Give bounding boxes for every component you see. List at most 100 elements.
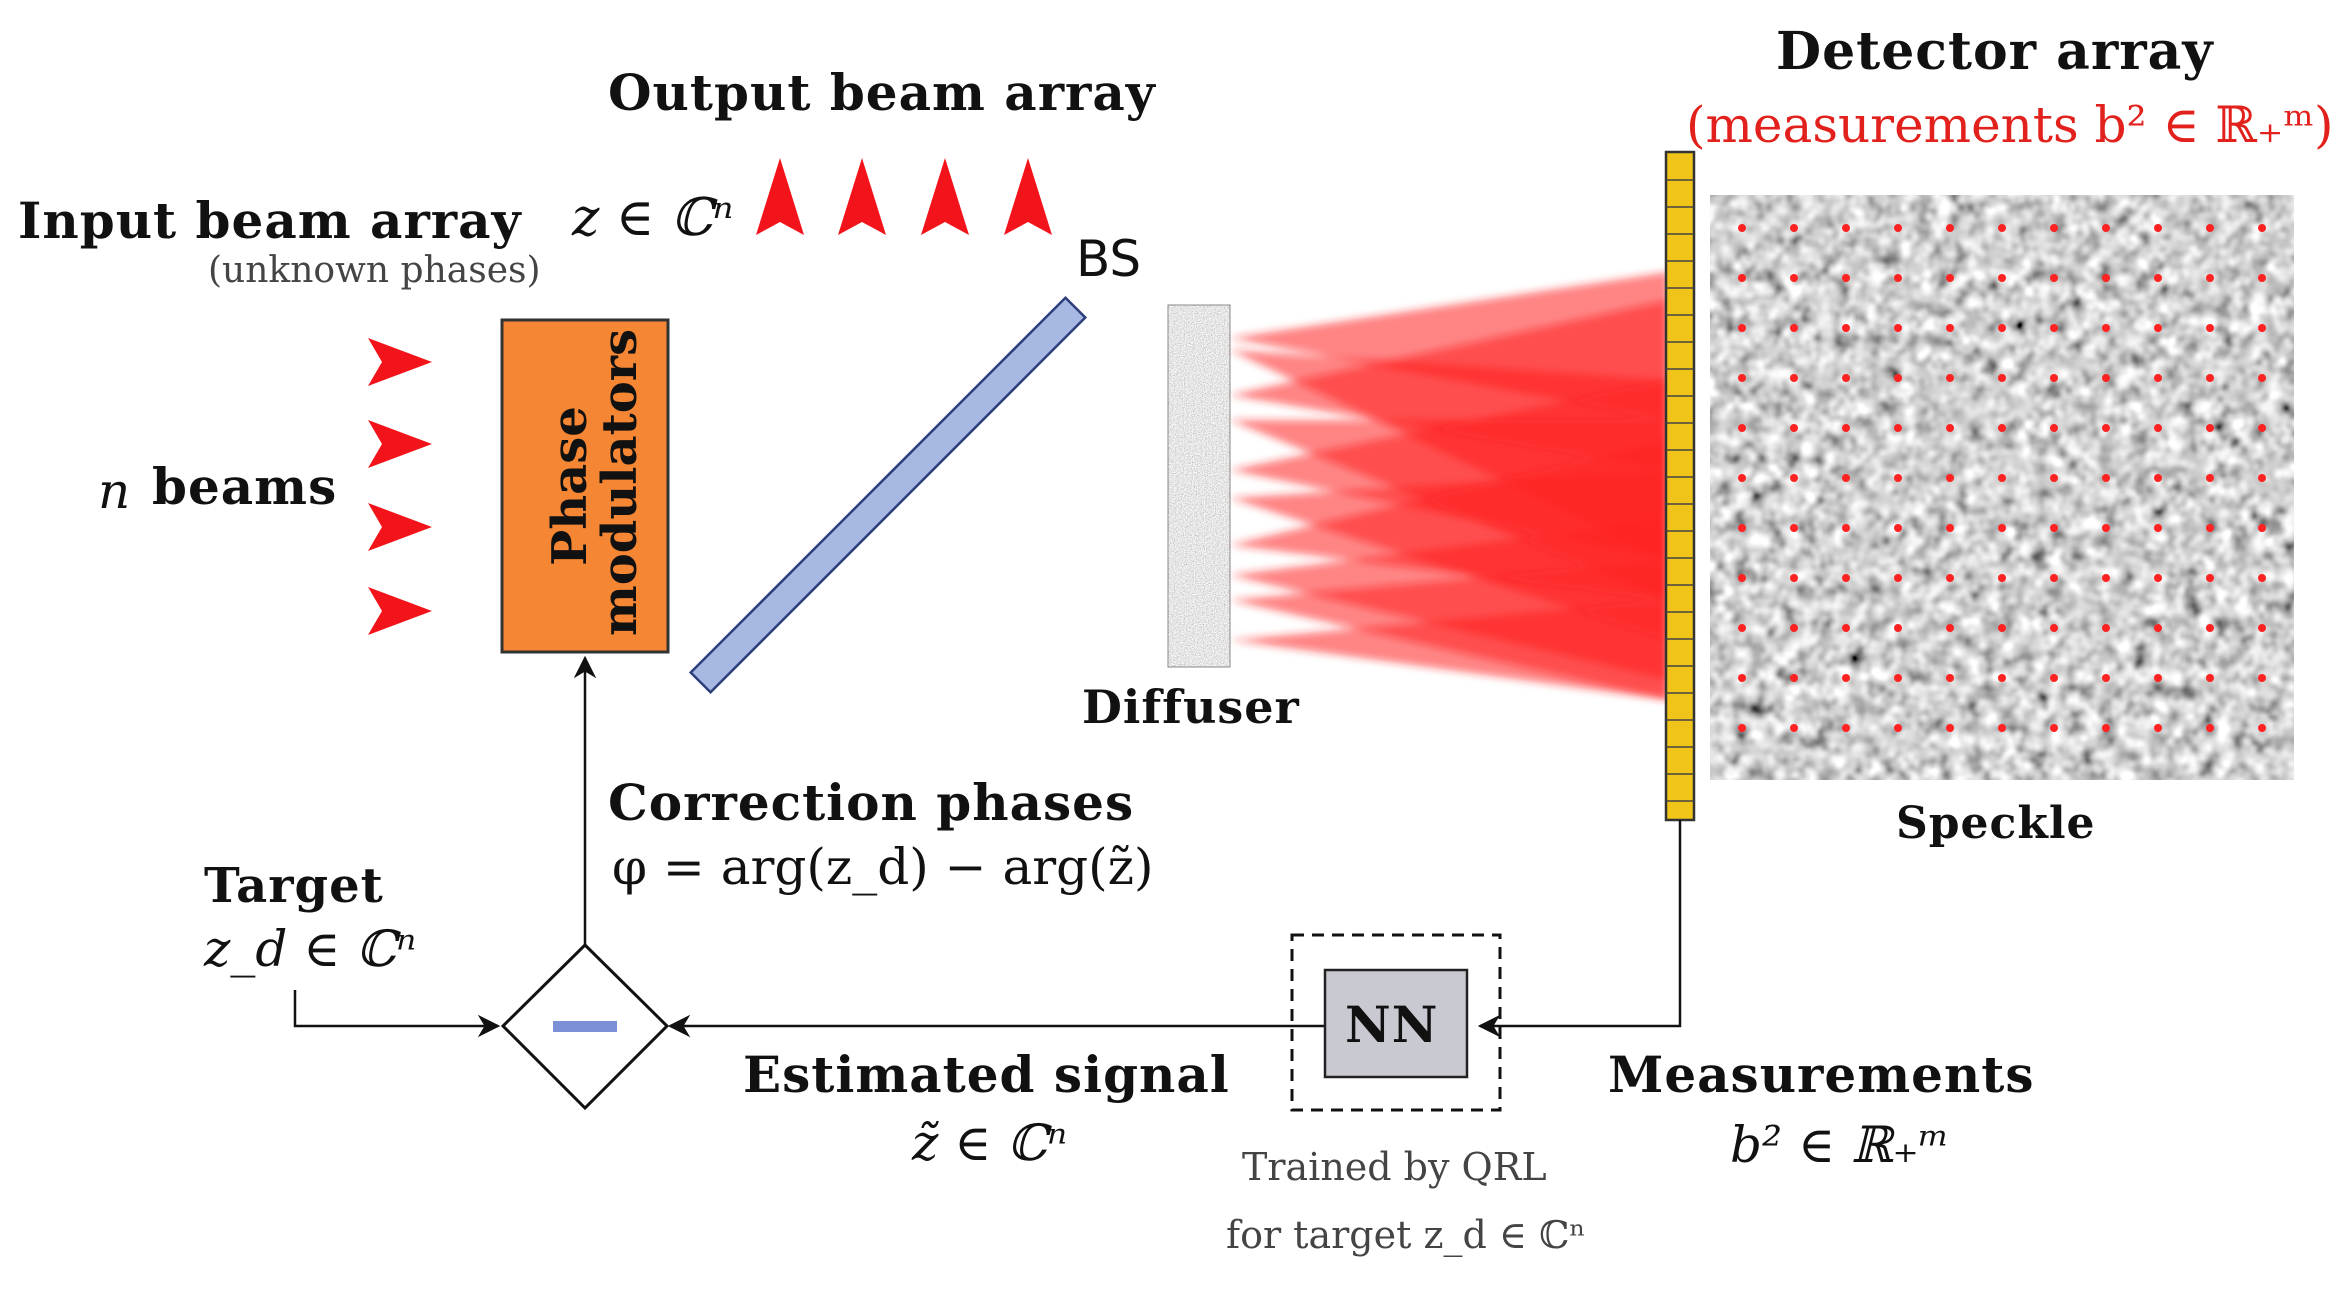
speckle-sample-dot <box>1738 724 1746 732</box>
speckle-sample-dot <box>2154 274 2162 282</box>
speckle-sample-dot <box>1894 374 1902 382</box>
speckle-sample-dot <box>2050 474 2058 482</box>
speckle-sample-dot <box>1894 574 1902 582</box>
speckle-sample-dot <box>1738 224 1746 232</box>
speckle-sample-dot <box>1842 724 1850 732</box>
speckle-sample-dot <box>2206 374 2214 382</box>
speckle-sample-dot <box>1894 474 1902 482</box>
speckle-sample-dot <box>2154 424 2162 432</box>
speckle-sample-dot <box>2206 674 2214 682</box>
output-beam-array-label: Output beam array <box>608 63 1156 122</box>
speckle-sample-dot <box>1946 424 1954 432</box>
speckle-sample-dot <box>1998 724 2006 732</box>
speckle-sample-dot <box>1946 574 1954 582</box>
speckle-sample-dot <box>2258 524 2266 532</box>
speckle-sample-dot <box>1998 324 2006 332</box>
speckle-sample-dot <box>1842 224 1850 232</box>
speckle-sample-dot <box>1790 624 1798 632</box>
unknown-phases-label: (unknown phases) <box>208 250 541 291</box>
detector-to-nn-arrow <box>1477 820 1682 1038</box>
speckle-sample-dot <box>1738 324 1746 332</box>
output-arrow-1 <box>756 158 804 235</box>
speckle-sample-dot <box>1894 224 1902 232</box>
speckle-sample-dot <box>1790 724 1798 732</box>
input-beam-math: z ∈ ℂⁿ <box>572 188 734 248</box>
speckle-sample-dot <box>1894 724 1902 732</box>
speckle-sample-dot <box>1842 624 1850 632</box>
input-arrow-2 <box>368 420 432 468</box>
speckle-sample-dot <box>2206 324 2214 332</box>
speckle-sample-dot <box>2102 624 2110 632</box>
subtractor <box>500 942 670 1111</box>
speckle-sample-dot <box>2050 274 2058 282</box>
speckle-sample-dot <box>2154 474 2162 482</box>
speckle-sample-dot <box>1946 524 1954 532</box>
speckle-sample-dot <box>1790 674 1798 682</box>
speckle-sample-dot <box>1738 524 1746 532</box>
correction-phases-label: Correction phases <box>608 773 1135 832</box>
speckle-sample-dot <box>2102 524 2110 532</box>
speckle-sample-dot <box>1998 524 2006 532</box>
input-arrow-3 <box>368 503 432 551</box>
diffuser-label: Diffuser <box>1082 680 1300 734</box>
speckle-sample-dot <box>1946 674 1954 682</box>
speckle-sample-dot <box>2258 424 2266 432</box>
speckle-sample-dot <box>1842 374 1850 382</box>
speckle-sample-dot <box>1894 624 1902 632</box>
speckle-sample-dot <box>2206 474 2214 482</box>
speckle-sample-dot <box>1998 474 2006 482</box>
speckle-sample-dot <box>2102 224 2110 232</box>
nn-block <box>1290 933 1502 1112</box>
estimated-signal-math: z̃ ∈ ℂⁿ <box>912 1114 1068 1172</box>
phase-modulators-box <box>500 318 670 654</box>
nn-label: NN <box>1345 995 1439 1054</box>
speckle-sample-dot <box>2206 524 2214 532</box>
speckle-sample-dot <box>2154 324 2162 332</box>
speckle-sample-dot <box>2154 674 2162 682</box>
speckle-sample-dot <box>2102 324 2110 332</box>
nn-dashed-frame <box>1290 933 1502 1112</box>
speckle-sample-dot <box>2050 524 2058 532</box>
speckle-sample-dot <box>2154 624 2162 632</box>
n-beams-label: beams <box>152 457 338 516</box>
speckle-sample-dot <box>1894 524 1902 532</box>
speckle-sample-dot <box>1738 274 1746 282</box>
speckle-sample-dot <box>2102 274 2110 282</box>
speckle-label: Speckle <box>1896 798 2096 849</box>
speckle-sample-dot <box>2102 424 2110 432</box>
subtract-icon <box>553 1021 617 1032</box>
measurements-label: Measurements <box>1608 1045 2035 1104</box>
speckle-sample-dot <box>1738 424 1746 432</box>
target-math: z_d ∈ ℂⁿ <box>204 920 417 978</box>
input-arrow-4 <box>368 587 432 635</box>
speckle-sample-dot <box>2102 374 2110 382</box>
feedback-loop <box>293 655 1682 1038</box>
speckle-sample-dot <box>2102 724 2110 732</box>
speckle-sample-dot <box>2154 524 2162 532</box>
speckle-sample-dot <box>2206 724 2214 732</box>
target-label: Target <box>204 858 384 914</box>
speckle-sample-dot <box>2050 724 2058 732</box>
speckle-sample-dot <box>1998 574 2006 582</box>
speckle-sample-dot <box>1946 274 1954 282</box>
speckle-sample-dot <box>1790 374 1798 382</box>
speckle-sample-dot <box>2050 324 2058 332</box>
speckle-sample-dot <box>1790 574 1798 582</box>
speckle-sample-dot <box>2206 424 2214 432</box>
speckle-sample-dot <box>1894 424 1902 432</box>
n-beams-math: n <box>98 462 131 520</box>
speckle-sample-dot <box>1946 624 1954 632</box>
speckle-sample-dot <box>2050 624 2058 632</box>
beam-splitter <box>688 295 1088 695</box>
speckle-sample-dot <box>1998 424 2006 432</box>
speckle-sample-dot <box>1946 474 1954 482</box>
speckle-sample-dot <box>2154 224 2162 232</box>
for-target-label: for target z_d ∈ ℂⁿ <box>1226 1213 1586 1257</box>
input-beam-array-label: Input beam array <box>18 191 522 250</box>
speckle-sample-dot <box>1842 274 1850 282</box>
speckle-sample-dot <box>1842 524 1850 532</box>
correction-formula: φ = arg(z_d) − arg(z̃) <box>612 838 1154 896</box>
speckle-sample-dot <box>2206 574 2214 582</box>
speckle-sample-dot <box>1998 674 2006 682</box>
speckle-sample-dot <box>1946 224 1954 232</box>
